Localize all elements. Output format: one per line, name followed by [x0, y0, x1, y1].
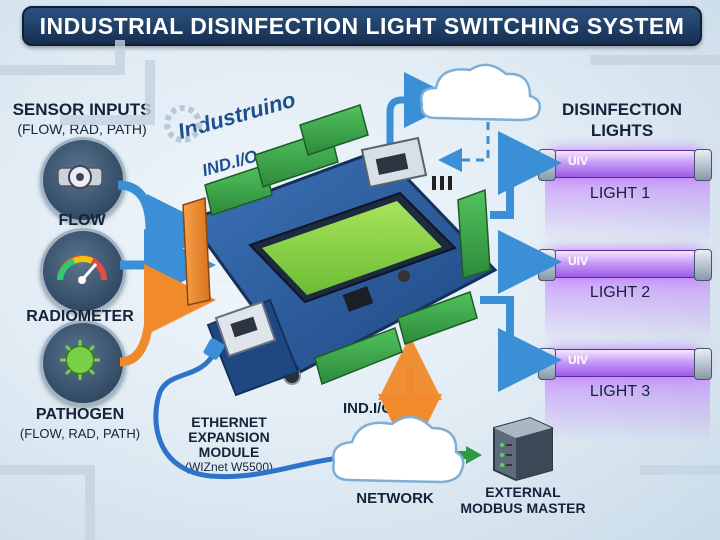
terminal-block-right	[457, 188, 491, 279]
network-bottom-label: NETWORK	[356, 490, 434, 507]
sensor-inputs-subheading: (FLOW, RAD, PATH)	[17, 121, 147, 137]
network-top-label: NETWORK	[447, 93, 509, 107]
board-name: Industruino	[268, 191, 352, 235]
uv-tag: UIV	[568, 254, 589, 268]
ethernet-line-1: ETHERNET	[191, 414, 267, 430]
pin-label: ANAL1	[213, 246, 236, 253]
lamp-cap-right	[694, 348, 712, 380]
lamp-cap-right	[694, 249, 712, 281]
brand-logo: Industruino	[175, 86, 299, 145]
pin-label: ANAL2	[213, 256, 236, 264]
flow-sensor-circle	[40, 137, 126, 223]
terminal-block-top-2	[254, 129, 339, 188]
lamp-cap-left	[538, 149, 556, 181]
modbus-line-2: MODBUS MASTER	[460, 500, 586, 516]
pin-label: ANAL4	[213, 277, 236, 285]
title-banner: INDUSTRIAL DISINFECTION LIGHT SWITCHING …	[22, 6, 702, 46]
radiometer-label: RADIOMETER	[26, 308, 134, 325]
lamp-cap-right	[694, 149, 712, 181]
lamp-cap-left	[538, 249, 556, 281]
flow-arrow	[117, 180, 219, 266]
pin-label: ET6	[440, 258, 453, 266]
pin-label: ET2	[440, 216, 453, 224]
pin-label: RSP	[213, 225, 228, 232]
lcd-screen	[248, 191, 457, 304]
pin-label: ET4	[440, 237, 453, 245]
terminal-block-bottom-2	[397, 291, 478, 345]
ind-io-label: IND.I/O	[342, 400, 394, 417]
lights-heading-2: LIGHTS	[590, 121, 654, 140]
light-2-label: LIGHT 2	[589, 284, 651, 301]
terminal-block-bottom-1	[314, 327, 403, 386]
ethernet-expansion-module	[206, 298, 300, 397]
light-1-label: LIGHT 1	[589, 185, 651, 202]
lights-heading-1: DISINFECTION	[562, 100, 682, 119]
pathogen-label: PATHOGEN	[35, 406, 125, 423]
page-title: INDUSTRIAL DISINFECTION LIGHT SWITCHING …	[39, 12, 685, 39]
ethernet-plug	[203, 338, 225, 360]
modbus-label: EXTERNAL MODBUS MASTER	[460, 484, 585, 516]
modbus-line-1: EXTERNAL	[485, 484, 561, 500]
orange-terminal-block	[182, 196, 211, 306]
light-3-arrow	[480, 296, 562, 392]
terminal-block-top-3	[299, 104, 369, 156]
uv-lamp-2: UIV	[538, 249, 712, 281]
microchip	[342, 286, 374, 312]
radiometer-sensor-circle	[40, 228, 126, 314]
ethernet-line-4: (WIZnet W5500)	[184, 460, 274, 474]
network-cloud-bottom	[332, 415, 465, 484]
sensor-inputs-heading: SENSOR INPUTS	[12, 100, 152, 119]
left-pin-labels: RSP RNGBT ANAL1 ANAL2 ANAL3 ANAL4 ANOS	[213, 224, 238, 298]
light-1-arrow	[490, 131, 562, 219]
pathogen-sublabel: (FLOW, RAD, PATH)	[19, 426, 141, 441]
light-1-glow	[545, 172, 710, 242]
light-3-glow	[545, 372, 710, 442]
uv-lamp-3: UIV	[538, 348, 712, 380]
reset-button	[283, 367, 301, 385]
pin-label: ANOS	[213, 288, 233, 295]
network-dashed-link	[438, 122, 490, 172]
uv-tag: UIV	[568, 353, 589, 367]
pin-label: ET3	[440, 227, 453, 234]
network-modbus-arrowhead	[466, 446, 482, 464]
light-3-label: LIGHT 3	[589, 383, 651, 400]
ethernet-line-2: EXPANSION	[188, 429, 270, 445]
header-pins	[432, 176, 452, 190]
modbus-server-icon	[493, 416, 553, 482]
uv-lamp-1: UIV	[538, 149, 712, 181]
network-top-arrow	[386, 72, 460, 148]
lamp-cap-left	[538, 348, 556, 380]
ethernet-line-3: MODULE	[198, 444, 260, 460]
pin-label: ET1	[440, 206, 453, 213]
right-pin-labels: ET1 ET2 ET3 ET4 ET5 ET6	[440, 205, 453, 268]
ethernet-module-label: ETHERNET EXPANSION MODULE (WIZnet W5500)	[185, 415, 273, 475]
pin-label: RNGBT	[213, 235, 238, 243]
pathogen-sensor-circle	[40, 320, 126, 406]
light-2-glow	[545, 272, 710, 342]
brand-sub: IND.I/O	[200, 146, 260, 181]
ethernet-port-board	[360, 136, 428, 189]
uv-tag: UIV	[568, 154, 589, 168]
flow-label: FLOW	[58, 212, 106, 229]
pin-label: ET5	[440, 248, 453, 255]
pin-label: ANAL3	[213, 267, 236, 274]
